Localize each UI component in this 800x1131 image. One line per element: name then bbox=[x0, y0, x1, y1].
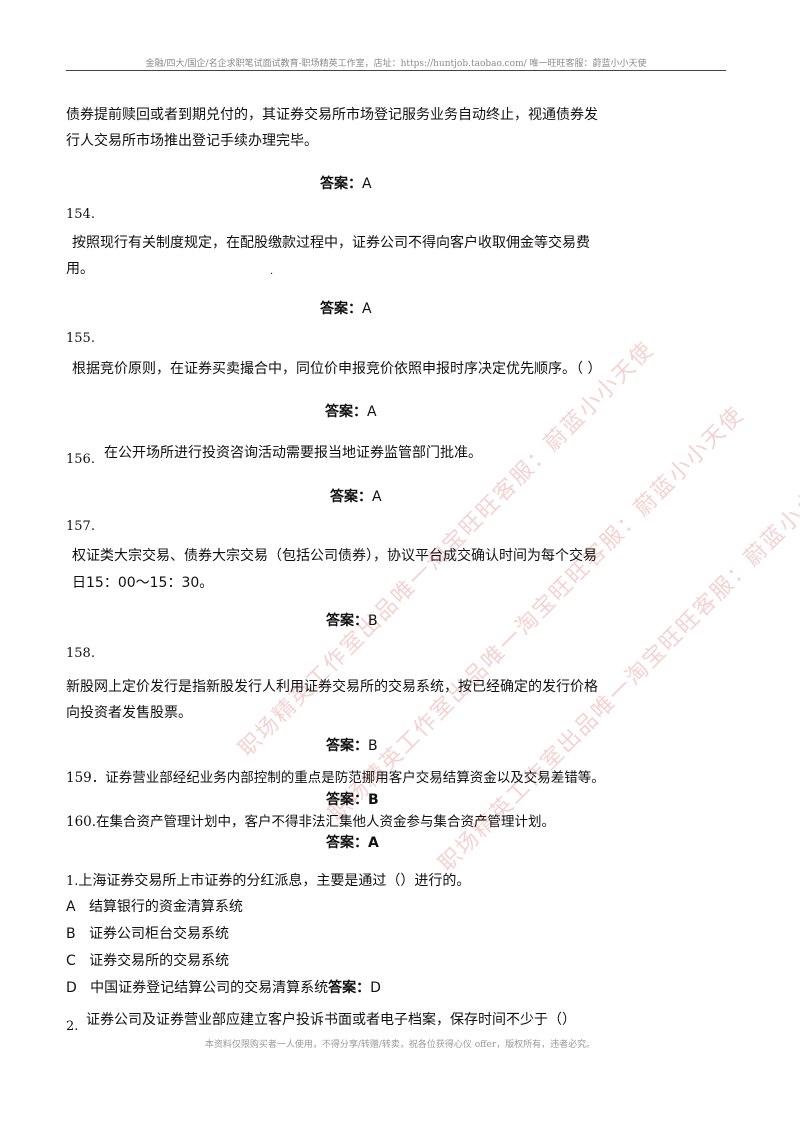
answer-value: B bbox=[368, 613, 378, 629]
answer-label: 答案： bbox=[328, 980, 371, 996]
option-letter: B bbox=[66, 926, 76, 942]
answer-value: A bbox=[362, 176, 372, 192]
option-letter: A bbox=[66, 899, 76, 915]
question-text: 160.在集合资产管理计划中，客户不得非法汇集他人资金参与集合资产管理计划。 bbox=[66, 814, 556, 830]
answer-line: 答案：A bbox=[320, 175, 372, 193]
answer-value: A bbox=[368, 835, 379, 851]
answer-line: 答案：A bbox=[320, 300, 372, 318]
mc-option: C 证券交易所的交易系统 bbox=[66, 952, 229, 970]
stray-mark: . bbox=[270, 266, 274, 277]
question-text: 权证类大宗交易、债券大宗交易（包括公司债券），协议平台成交确认时间为每个交易 bbox=[72, 548, 597, 564]
question-number: 154. bbox=[66, 207, 95, 222]
answer-line: 答案：A bbox=[326, 834, 379, 852]
question-text: 新股网上定价发行是指新股发行人利用证券交易所的交易系统，按已经确定的发行价格 bbox=[66, 679, 598, 695]
option-text: 证券交易所的交易系统 bbox=[89, 953, 230, 969]
question-text: 证券公司及证券营业部应建立客户投诉书面或者电子档案，保存时间不少于（） bbox=[86, 1012, 576, 1028]
question-text: 债券提前赎回或者到期兑付的，其证券交易所市场登记服务业务自动终止，视通债券发 bbox=[66, 107, 598, 123]
answer-line: 答案：B bbox=[326, 791, 379, 809]
option-text: 结算银行的资金清算系统 bbox=[88, 899, 243, 915]
answer-line: 答案：A bbox=[325, 403, 377, 421]
option-text: 中国证券登记结算公司的交易清算系统 bbox=[90, 980, 329, 996]
question-text: 用。 bbox=[66, 261, 94, 277]
answer-value: A bbox=[372, 489, 382, 505]
question-number: 157. bbox=[66, 519, 95, 534]
answer-label: 答案： bbox=[326, 792, 368, 808]
answer-value: D bbox=[370, 980, 381, 996]
question-number: 156. bbox=[66, 452, 95, 467]
question-text: 上海证券交易所上市证券的分红派息，主要是通过（）进行的。 bbox=[78, 873, 471, 889]
answer-line: 答案：B bbox=[326, 612, 378, 630]
question-text: 日15：00～15：30。 bbox=[72, 575, 214, 591]
answer-line: 答案：A bbox=[330, 488, 382, 506]
page-header: 金融/四大/国企/名企求职笔试面试教育-职场精英工作室，店址：https://h… bbox=[145, 59, 647, 69]
question-text: 按照现行有关制度规定，在配股缴款过程中，证券公司不得向客户收取佣金等交易费 bbox=[72, 235, 590, 251]
answer-value: A bbox=[362, 301, 372, 317]
watermark: 职场精英工作室出品唯一淘宝旺旺客服：蔚蓝小小天使 bbox=[324, 401, 750, 827]
question-text: 在公开场所进行投资咨询活动需要报当地证券监管部门批准。 bbox=[104, 445, 482, 461]
answer-label: 答案： bbox=[326, 835, 368, 851]
answer-label: 答案： bbox=[320, 301, 362, 317]
mc-option: B 证券公司柜台交易系统 bbox=[66, 925, 229, 943]
answer-label: 答案： bbox=[326, 613, 368, 629]
question-number: 158. bbox=[66, 646, 95, 661]
answer-label: 答案： bbox=[320, 176, 362, 192]
question-number: 155. bbox=[66, 331, 95, 346]
mc-option: D 中国证券登记结算公司的交易清算系统答案：D bbox=[66, 979, 381, 997]
question-text: 向投资者发售股票。 bbox=[66, 705, 192, 721]
answer-label: 答案： bbox=[326, 738, 368, 754]
option-letter: C bbox=[66, 953, 76, 969]
header-divider bbox=[66, 70, 726, 71]
question-text: 根据竞价原则，在证券买卖撮合中，同位价申报竞价依照申报时序决定优先顺序。（ ） bbox=[72, 361, 602, 377]
answer-value: B bbox=[368, 792, 379, 808]
option-text: 证券公司柜台交易系统 bbox=[88, 926, 229, 942]
question-text: 159．证券营业部经纪业务内部控制的重点是防范挪用客户交易结算资金以及交易差错等… bbox=[66, 770, 605, 786]
option-letter: D bbox=[66, 980, 77, 996]
question-number: 1. bbox=[66, 874, 79, 889]
mc-question: 1.上海证券交易所上市证券的分红派息，主要是通过（）进行的。 bbox=[66, 872, 470, 891]
answer-label: 答案： bbox=[325, 404, 367, 420]
answer-value: B bbox=[368, 738, 378, 754]
answer-label: 答案： bbox=[330, 489, 372, 505]
answer-line: 答案：B bbox=[326, 737, 378, 755]
question-text: 行人交易所市场推出登记手续办理完毕。 bbox=[66, 133, 318, 149]
answer-value: A bbox=[367, 404, 377, 420]
question-number: 2. bbox=[66, 1019, 79, 1034]
mc-option: A 结算银行的资金清算系统 bbox=[66, 898, 243, 916]
page-footer: 本资料仅限购买者一人使用，不得分享/转赠/转卖，祝各位获得心仪 offer，版权… bbox=[204, 1040, 596, 1050]
